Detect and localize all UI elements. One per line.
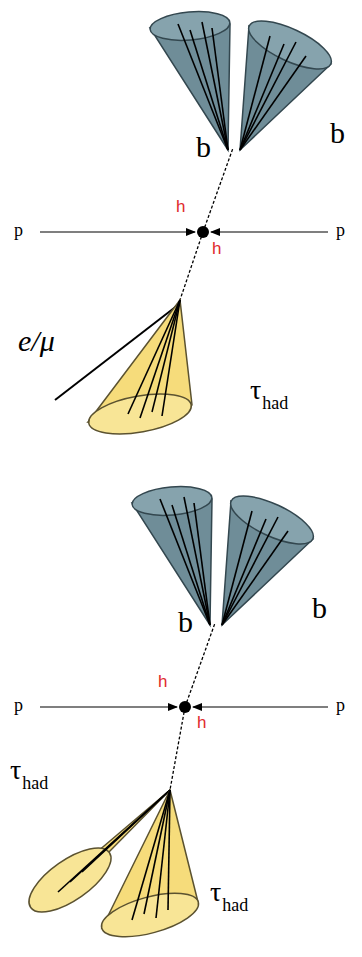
quark-label: b bbox=[330, 118, 345, 148]
quark-label: b bbox=[178, 607, 193, 637]
proton-label: p bbox=[14, 696, 23, 714]
proton-label: p bbox=[336, 696, 345, 714]
quark-label: b bbox=[312, 593, 327, 623]
higgs-label: h bbox=[197, 714, 206, 731]
lepton-label: e/μ bbox=[18, 326, 55, 356]
tau-label: τ bbox=[10, 756, 21, 784]
quark-label: b bbox=[196, 132, 211, 162]
higgs-label: h bbox=[176, 198, 185, 215]
tau-label: τ bbox=[210, 878, 221, 906]
proton-label: p bbox=[14, 221, 23, 239]
higgs-label: h bbox=[158, 673, 167, 690]
tau-subscript: had bbox=[22, 774, 48, 792]
tau-subscript: had bbox=[262, 394, 288, 412]
tau-subscript: had bbox=[222, 896, 248, 914]
higgs-label: h bbox=[212, 240, 221, 257]
proton-label: p bbox=[336, 221, 345, 239]
tau-label: τ bbox=[250, 376, 261, 404]
